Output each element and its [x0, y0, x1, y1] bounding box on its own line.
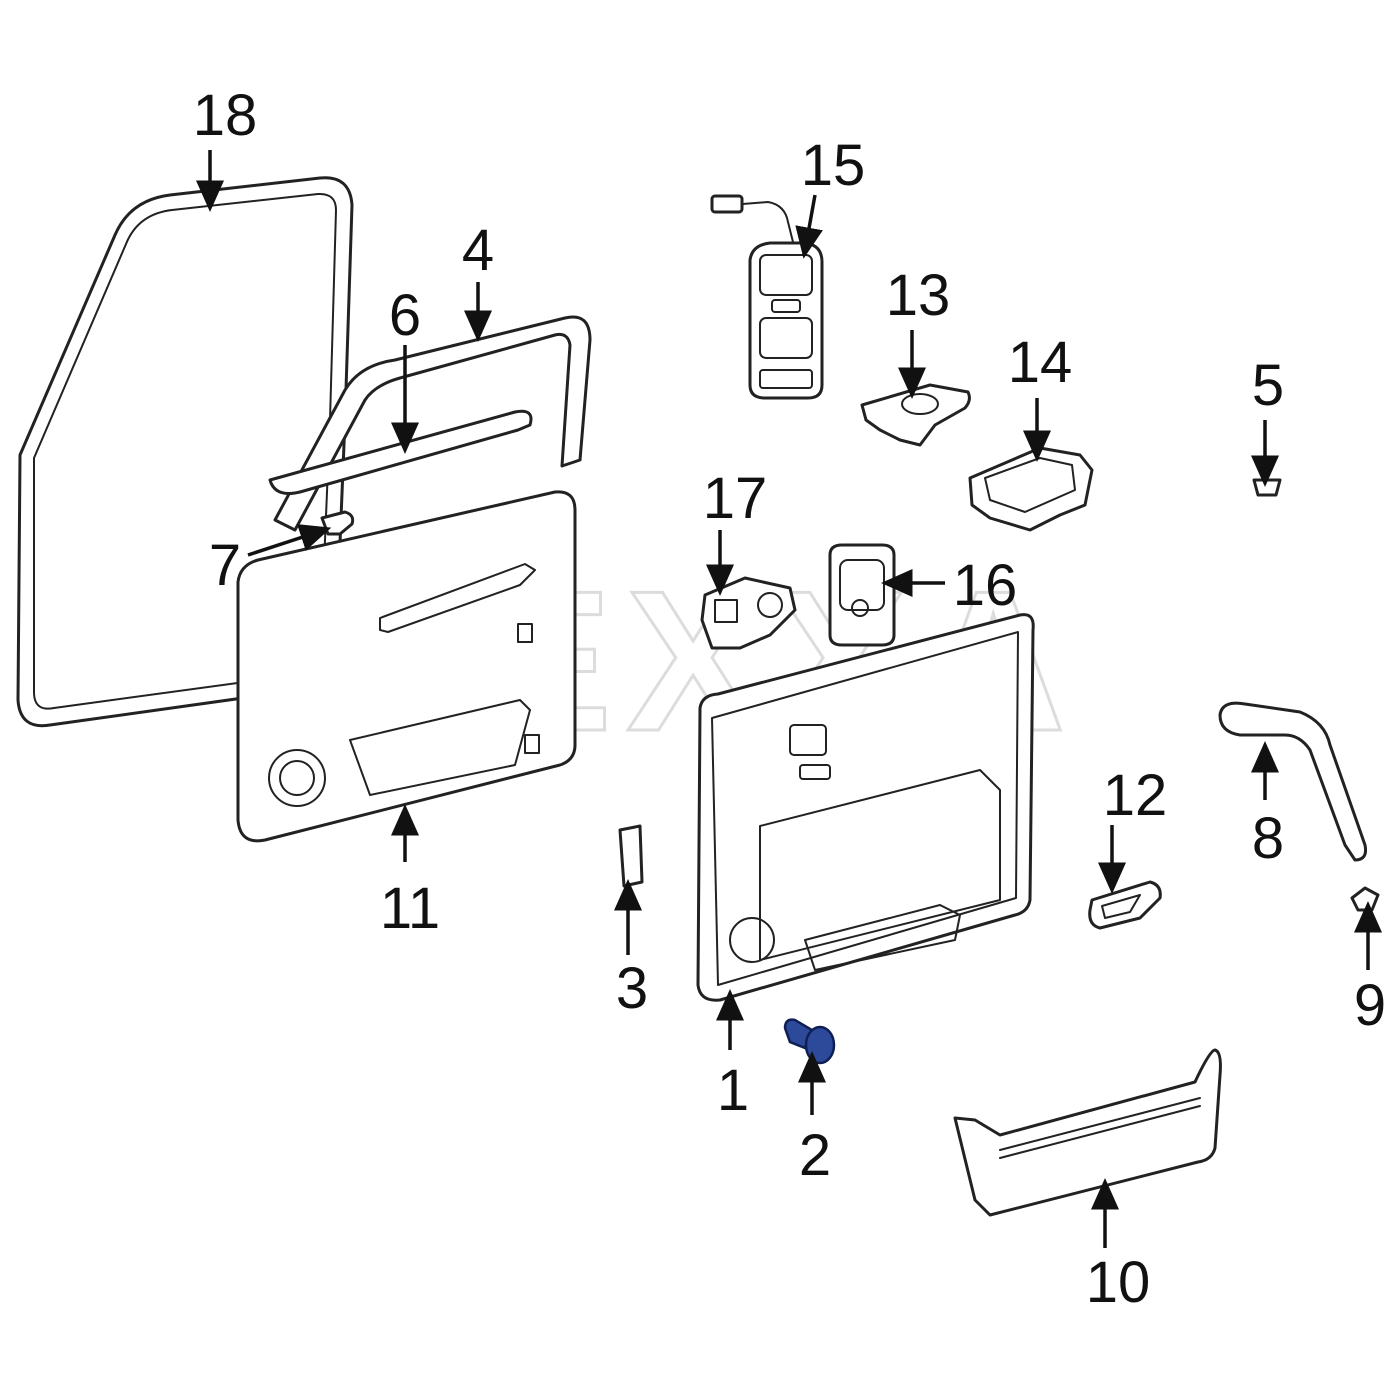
part-14-handle-housing[interactable] [968, 446, 1094, 532]
callout-1: 1 [717, 1058, 749, 1123]
callout-9: 9 [1354, 973, 1386, 1038]
callout-3: 3 [616, 956, 648, 1021]
callout-7: 7 [209, 533, 241, 598]
part-10-storage-pocket[interactable] [953, 1048, 1222, 1217]
callout-13: 13 [886, 263, 951, 328]
callout-11: 11 [380, 876, 440, 941]
leader-7 [247, 524, 332, 557]
callout-14: 14 [1008, 330, 1073, 395]
callout-2: 2 [799, 1123, 831, 1188]
callout-5: 5 [1252, 353, 1284, 418]
callout-16: 16 [953, 553, 1018, 618]
part-7-clip[interactable] [320, 510, 355, 536]
part-12-handle-insert[interactable] [1088, 880, 1162, 930]
part-1-inner-trim-panel[interactable] [696, 613, 1035, 1002]
leader-15 [795, 194, 823, 259]
part-16-handle-bezel[interactable] [828, 543, 896, 647]
part-15-switch-assembly[interactable] [710, 194, 824, 400]
callout-15: 15 [801, 133, 866, 198]
part-11-trim-panel[interactable] [236, 490, 577, 843]
callout-4: 4 [462, 218, 494, 283]
callout-10: 10 [1086, 1250, 1151, 1315]
part-13-bezel[interactable] [860, 383, 971, 447]
callout-8: 8 [1252, 806, 1284, 871]
part-2-fastener[interactable] [783, 1018, 836, 1065]
callout-6: 6 [389, 283, 421, 348]
callout-18: 18 [193, 83, 258, 148]
part-9-clip[interactable] [1350, 886, 1380, 912]
part-4-window-seal[interactable] [273, 315, 592, 532]
part-5-plug[interactable] [1252, 478, 1282, 497]
callout-12: 12 [1103, 763, 1168, 828]
part-3-pad[interactable] [618, 824, 644, 888]
part-8-armrest[interactable] [1218, 701, 1367, 862]
callout-17: 17 [703, 466, 768, 531]
